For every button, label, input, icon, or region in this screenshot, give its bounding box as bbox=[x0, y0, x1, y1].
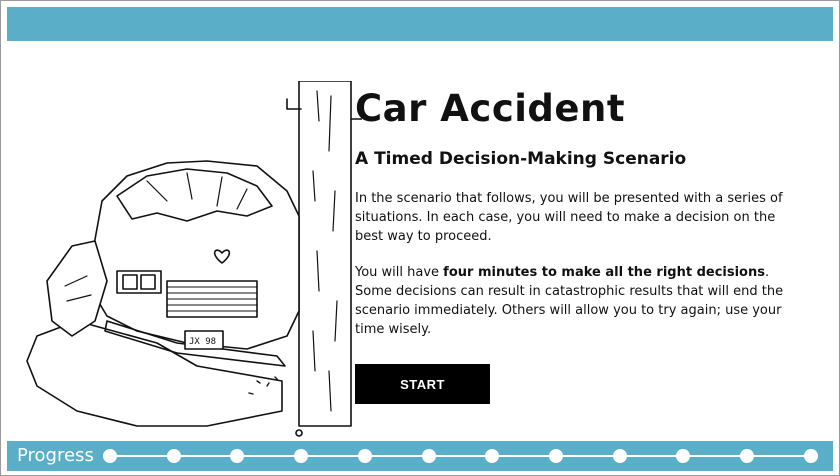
grille-slats bbox=[166, 286, 258, 312]
time-limit-paragraph: You will have four minutes to make all t… bbox=[355, 263, 795, 339]
time-limit-emphasis: four minutes to make all the right decis… bbox=[443, 265, 765, 280]
intro-paragraph: In the scenario that follows, you will b… bbox=[355, 191, 783, 244]
debris-dot bbox=[295, 429, 303, 437]
progress-step-dot bbox=[421, 449, 436, 463]
car-body bbox=[91, 160, 300, 350]
time-limit-suffix: . Some decisions can result in catastrop… bbox=[355, 265, 784, 337]
progress-step-dot bbox=[803, 449, 818, 463]
license-plate bbox=[184, 330, 224, 350]
progress-track bbox=[107, 455, 817, 457]
headlight-lens-right bbox=[140, 274, 156, 290]
progress-steps bbox=[103, 449, 823, 463]
progress-bar: Progress bbox=[7, 441, 833, 471]
progress-step-dot bbox=[485, 449, 500, 463]
content-area: JX 98 Car Accident A Timed Decision-Maki… bbox=[7, 41, 833, 441]
progress-step-dot bbox=[230, 449, 245, 463]
progress-label: Progress bbox=[17, 445, 94, 466]
car-crash-illustration: JX 98 bbox=[26, 81, 362, 437]
pole-bracket bbox=[286, 98, 362, 120]
scenario-title: Car Accident bbox=[355, 87, 626, 130]
crumpled-hood bbox=[116, 168, 273, 222]
utility-pole bbox=[298, 81, 352, 427]
progress-step-dot bbox=[548, 449, 563, 463]
car-headlight bbox=[116, 270, 162, 294]
car-bumper bbox=[104, 320, 286, 367]
pole-grain bbox=[312, 90, 338, 412]
start-button[interactable]: START bbox=[355, 364, 490, 404]
progress-step-dot bbox=[740, 449, 754, 463]
progress-step-dot bbox=[612, 449, 627, 463]
progress-step-dot bbox=[357, 449, 372, 463]
debris-marks bbox=[248, 376, 278, 395]
scenario-subtitle: A Timed Decision-Making Scenario bbox=[355, 149, 687, 169]
hood-creases bbox=[146, 172, 248, 210]
progress-step-dot bbox=[103, 449, 117, 463]
wheel-spokes bbox=[64, 275, 92, 302]
time-limit-prefix: You will have bbox=[355, 265, 444, 280]
heart-mark bbox=[213, 249, 231, 264]
license-plate-text: JX 98 bbox=[189, 337, 216, 347]
progress-step-dot bbox=[676, 449, 691, 463]
progress-step-dot bbox=[166, 449, 181, 463]
headlight-lens-left bbox=[122, 274, 138, 290]
car-wheel bbox=[46, 240, 108, 337]
header-bar bbox=[7, 7, 833, 41]
progress-step-dot bbox=[294, 449, 309, 463]
ground-shadow bbox=[26, 320, 283, 427]
